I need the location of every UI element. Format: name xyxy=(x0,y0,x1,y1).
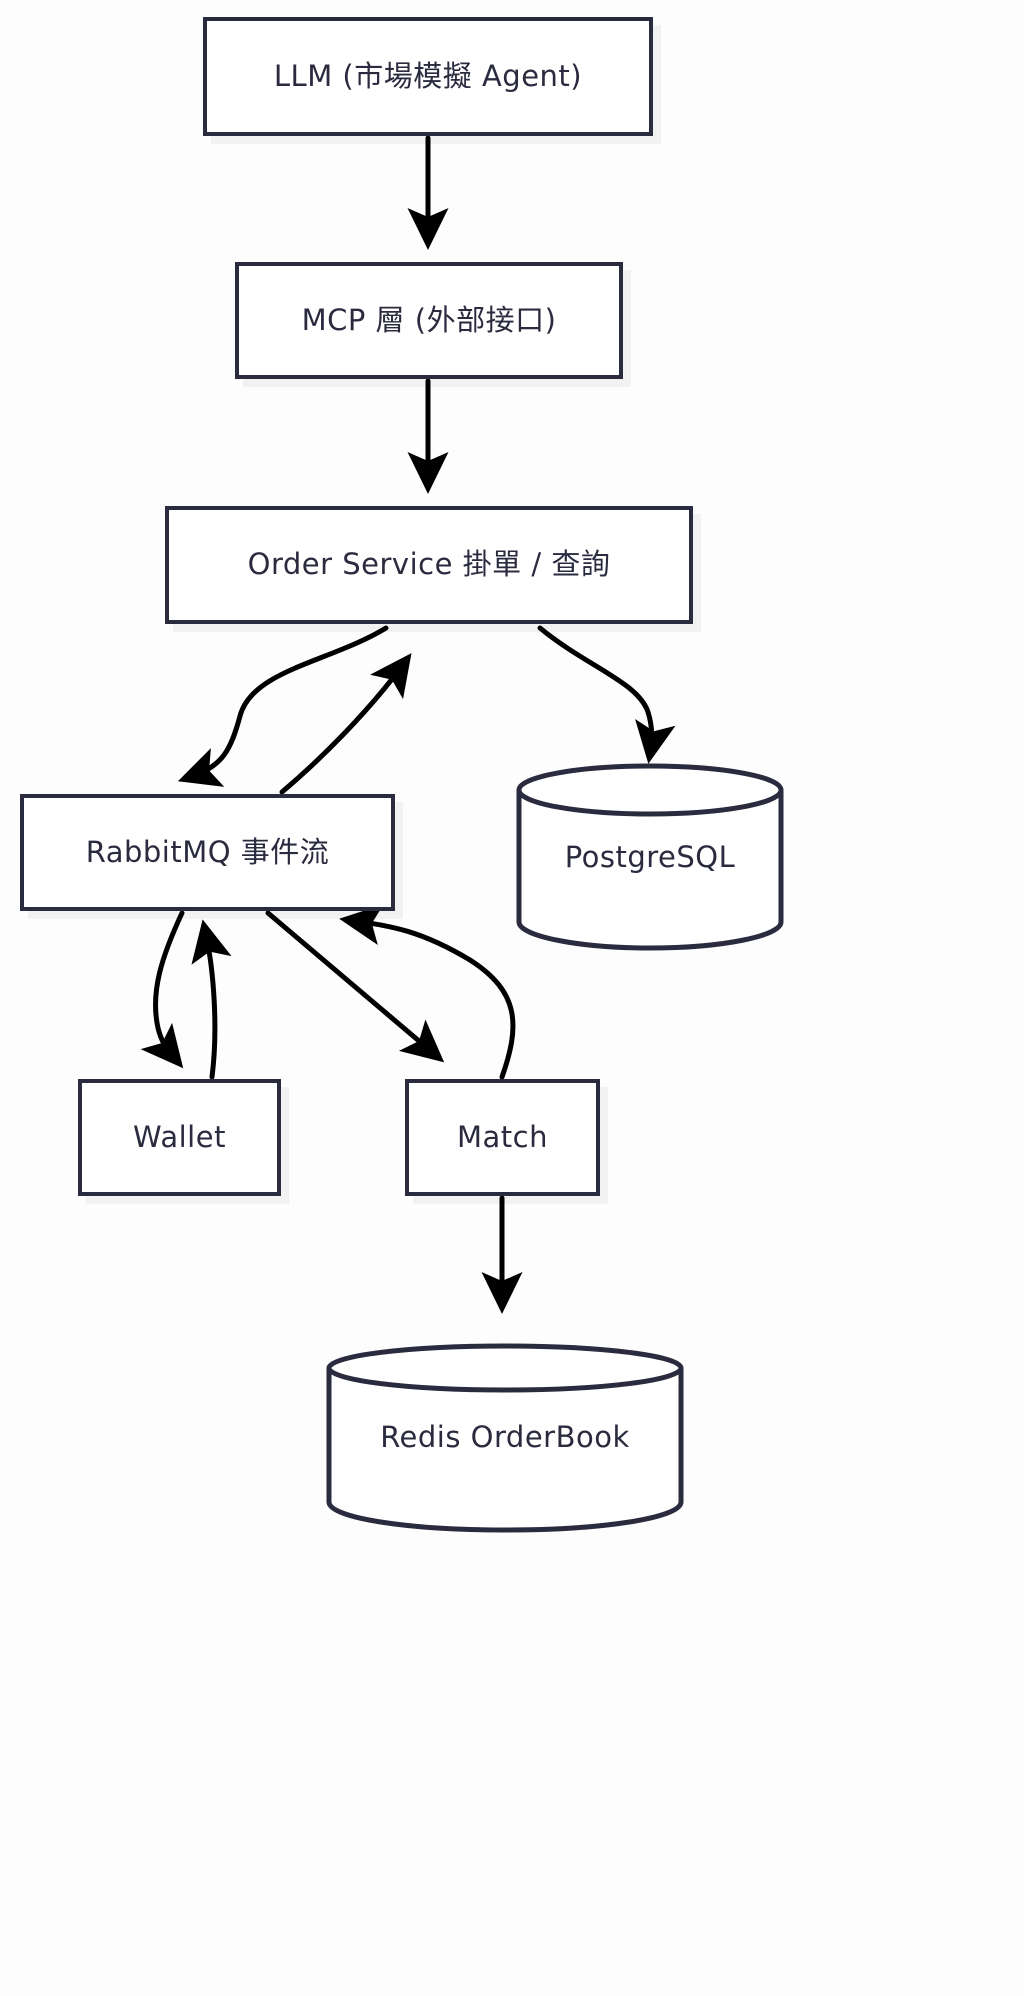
node-llm-label: LLM (市場模擬 Agent) xyxy=(273,58,583,93)
node-redis-orderbook[interactable]: Redis OrderBook xyxy=(325,1342,685,1533)
node-mcp[interactable]: MCP 層 (外部接口) xyxy=(235,262,623,379)
node-llm[interactable]: LLM (市場模擬 Agent) xyxy=(203,17,653,136)
node-postgresql-label: PostgreSQL xyxy=(564,840,736,874)
node-wallet[interactable]: Wallet xyxy=(78,1079,281,1196)
node-match-label: Match xyxy=(457,1119,548,1154)
edge-rabbit-to-order xyxy=(279,653,412,795)
node-postgresql[interactable]: PostgreSQL xyxy=(515,762,785,951)
cylinder-shape-postgresql xyxy=(516,763,784,951)
edge-match-to-rabbit xyxy=(339,904,516,1080)
edge-order-to-rabbit xyxy=(177,625,389,787)
node-order-service[interactable]: Order Service 掛單 / 查詢 xyxy=(165,506,693,624)
edge-wallet-to-rabbit xyxy=(191,919,232,1080)
edge-order-to-postgres xyxy=(537,625,676,764)
edge-rabbit-to-match xyxy=(265,910,445,1063)
node-rabbitmq[interactable]: RabbitMQ 事件流 xyxy=(20,794,395,911)
edge-rabbit-to-wallet xyxy=(140,910,185,1069)
node-mcp-label: MCP 層 (外部接口) xyxy=(301,302,557,337)
node-order-service-label: Order Service 掛單 / 查詢 xyxy=(247,547,611,582)
node-rabbitmq-label: RabbitMQ 事件流 xyxy=(85,834,330,869)
node-match[interactable]: Match xyxy=(405,1079,600,1196)
cylinder-shape-redis xyxy=(326,1343,684,1533)
node-wallet-label: Wallet xyxy=(133,1119,226,1154)
node-redis-orderbook-label: Redis OrderBook xyxy=(380,1420,630,1454)
